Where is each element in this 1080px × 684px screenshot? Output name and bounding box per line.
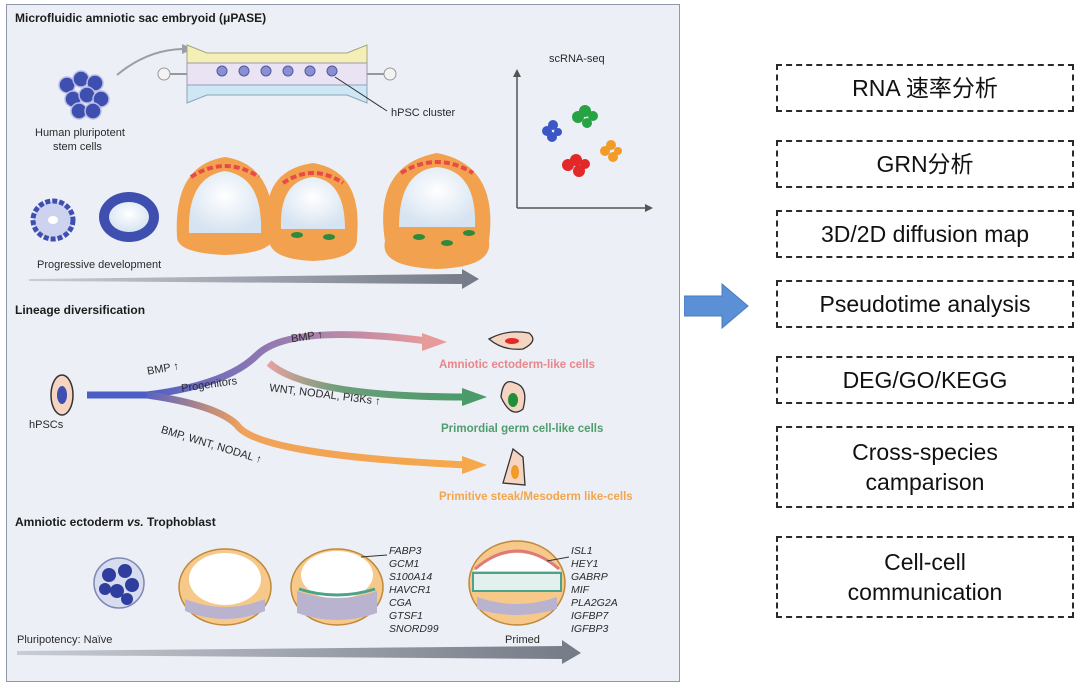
analysis-pseudotime: Pseudotime analysis (776, 280, 1074, 328)
gene-name: ISL1 (571, 545, 593, 557)
amniotic-trophoblast-stages (93, 540, 570, 626)
progressive-development-arrow (29, 269, 479, 289)
label-primed: Primed (505, 634, 540, 646)
gene-name: GTSF1 (389, 610, 423, 622)
arrow-right-icon (684, 282, 749, 330)
label-hpsc-cluster: hPSC cluster (391, 107, 456, 119)
label-hpscs: hPSCs (29, 419, 64, 431)
label-progressive-development: Progressive development (37, 259, 162, 271)
label-primordial-germ-cells: Primordial germ cell-like cells (441, 423, 604, 435)
analysis-deg-go-kegg: DEG/GO/KEGG (776, 356, 1074, 404)
section-title-lineage: Lineage diversification (15, 303, 146, 317)
gene-name: MIF (571, 584, 590, 596)
gene-name: GCM1 (389, 558, 420, 570)
section-title-amniotic-vs-trophoblast: Amniotic ectoderm vs. Trophoblast (15, 515, 216, 529)
gene-name: HAVCR1 (389, 584, 432, 596)
figure-panel: Microfluidic amniotic sac embryoid (μPAS… (6, 4, 680, 682)
hpsc-cell-cluster-icon (58, 70, 110, 120)
label-pluripotency-naive: Pluripotency: Naïve (17, 634, 113, 646)
lineage-diagram (50, 331, 534, 486)
gene-name: IGFBP7 (571, 610, 609, 622)
analysis-rna-velocity: RNA 速率分析 (776, 64, 1074, 112)
label-stem-cells: stem cells (53, 141, 102, 153)
gene-name: FABP3 (389, 545, 422, 557)
gene-name: PLA2G2A (571, 597, 618, 609)
gene-name: GABRP (571, 571, 608, 583)
gene-name: SNORD99 (389, 623, 439, 635)
gene-name: CGA (389, 597, 412, 609)
gene-name: IGFBP3 (571, 623, 609, 635)
microfluidic-device-icon (157, 44, 397, 112)
development-stages (30, 153, 491, 269)
figure-graphics (17, 44, 653, 664)
label-primitive-streak-cells: Primitive steak/Mesoderm like-cells (439, 491, 633, 503)
analysis-diffusion-map: 3D/2D diffusion map (776, 210, 1074, 258)
scrna-seq-plot (513, 69, 653, 212)
label-amniotic-ectoderm-cells: Amniotic ectoderm-like cells (439, 359, 595, 371)
analysis-grn: GRN分析 (776, 140, 1074, 188)
section-title-microfluidic: Microfluidic amniotic sac embryoid (μPAS… (15, 11, 267, 25)
label-human-pluripotent: Human pluripotent (35, 127, 125, 139)
pluripotency-arrow (17, 640, 581, 664)
seeding-arrow (116, 48, 183, 76)
gene-name: S100A14 (389, 571, 433, 583)
label-scrna-seq: scRNA-seq (549, 53, 605, 65)
gene-name: HEY1 (571, 558, 599, 570)
